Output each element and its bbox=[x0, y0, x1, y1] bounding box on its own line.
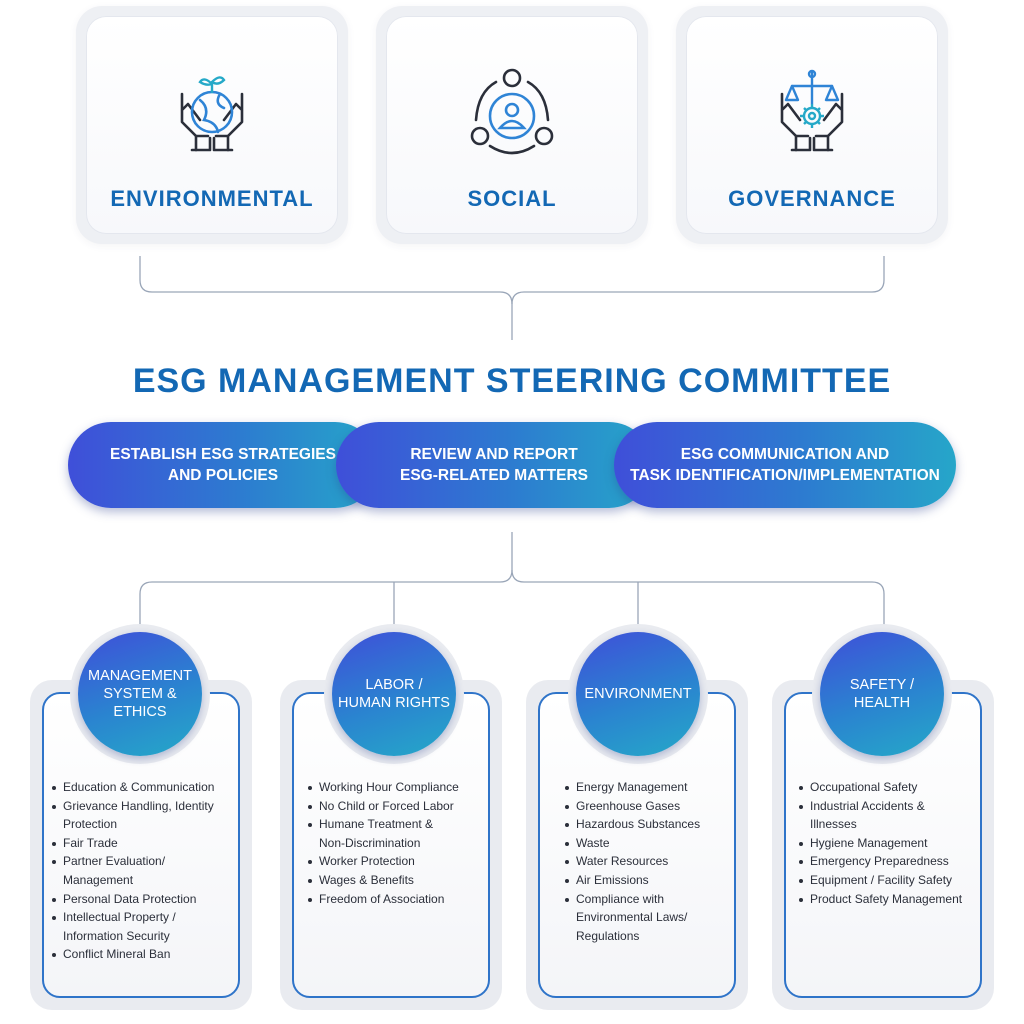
role-strategies-pill: ESTABLISH ESG STRATEGIES AND POLICIES bbox=[68, 422, 378, 508]
category-title: MANAGEMENT SYSTEM & ETHICS bbox=[78, 632, 202, 756]
list-item: Partner Evaluation/ bbox=[51, 852, 241, 871]
hands-holding-scale-icon bbox=[780, 69, 844, 152]
role-label: AND POLICIES bbox=[167, 467, 279, 484]
list-item: Fair Trade bbox=[51, 834, 241, 853]
list-item: Worker Protection bbox=[307, 852, 487, 871]
list-item: Product Safety Management bbox=[798, 890, 984, 909]
connector-environmental bbox=[139, 256, 513, 340]
list-item: Air Emissions bbox=[564, 871, 734, 890]
category-title-line: SYSTEM & bbox=[103, 686, 177, 702]
connector-management bbox=[139, 532, 513, 628]
role-label: ESG-RELATED MATTERS bbox=[399, 467, 588, 484]
list-item: Grievance Handling, Identity bbox=[51, 797, 241, 816]
category-badge-labor: LABOR / HUMAN RIGHTS bbox=[324, 624, 464, 764]
role-review-pill: REVIEW AND REPORT ESG-RELATED MATTERS bbox=[336, 422, 652, 508]
connector-governance bbox=[511, 256, 885, 305]
role-communication-pill: ESG COMMUNICATION AND TASK IDENTIFICATIO… bbox=[614, 422, 956, 508]
category-badge-environment: ENVIRONMENT bbox=[568, 624, 708, 764]
category-title-line: ETHICS bbox=[113, 704, 167, 720]
list-item: No Child or Forced Labor bbox=[307, 797, 487, 816]
list-item: Working Hour Compliance bbox=[307, 778, 487, 797]
list-item: Intellectual Property / bbox=[51, 908, 241, 927]
list-item: Protection bbox=[63, 817, 118, 832]
list-item: Humane Treatment & bbox=[307, 815, 487, 834]
list-item: Compliance with bbox=[564, 890, 734, 909]
list-item: Industrial Accidents & bbox=[798, 797, 984, 816]
list-item: Wages & Benefits bbox=[307, 871, 487, 890]
category-title-line: HEALTH bbox=[853, 695, 911, 711]
list-item: Regulations bbox=[576, 928, 640, 943]
pillar-environmental: ENVIRONMENTAL bbox=[76, 6, 348, 244]
list-item: Conflict Mineral Ban bbox=[51, 945, 241, 964]
role-label: TASK IDENTIFICATION/IMPLEMENTATION bbox=[630, 467, 940, 484]
category-title-line: SAFETY / bbox=[849, 677, 915, 693]
list-item: Occupational Safety bbox=[798, 778, 984, 797]
category-title-line: HUMAN RIGHTS bbox=[338, 695, 450, 711]
category-badge-safety: SAFETY / HEALTH bbox=[812, 624, 952, 764]
role-label: ESG COMMUNICATION AND bbox=[680, 446, 890, 463]
category-title: SAFETY / HEALTH bbox=[820, 632, 944, 756]
list-item: Freedom of Association bbox=[307, 890, 487, 909]
role-label: REVIEW AND REPORT bbox=[410, 446, 578, 463]
pillar-title: SOCIAL bbox=[467, 186, 557, 211]
list-item: Waste bbox=[564, 834, 734, 853]
connector-safety bbox=[511, 569, 885, 628]
list-item: Emergency Preparedness bbox=[798, 852, 984, 871]
pillar-social: SOCIAL bbox=[376, 6, 648, 244]
pillar-title: ENVIRONMENTAL bbox=[110, 186, 314, 211]
pillar-title: GOVERNANCE bbox=[728, 186, 896, 211]
role-label: ESTABLISH ESG STRATEGIES bbox=[110, 446, 336, 463]
list-item: Personal Data Protection bbox=[51, 890, 241, 909]
category-badge-management: MANAGEMENT SYSTEM & ETHICS bbox=[70, 624, 210, 764]
list-item: Information Security bbox=[63, 928, 170, 943]
person-cycle-icon bbox=[470, 68, 554, 155]
list-item: Illnesses bbox=[810, 817, 857, 832]
committee-title: ESG MANAGEMENT STEERING COMMITTEE bbox=[132, 362, 892, 400]
list-item: Greenhouse Gases bbox=[564, 797, 734, 816]
list-item: Energy Management bbox=[564, 778, 734, 797]
list-item: Non-Discrimination bbox=[319, 835, 421, 850]
list-item: Management bbox=[63, 872, 134, 887]
category-title-line: MANAGEMENT bbox=[88, 668, 192, 684]
list-item: Education & Communication bbox=[51, 778, 241, 797]
category-title-line: ENVIRONMENT bbox=[584, 686, 692, 702]
pillar-card: ENVIRONMENTAL bbox=[86, 16, 338, 234]
pillar-governance: GOVERNANCE bbox=[676, 6, 948, 244]
list-item: Equipment / Facility Safety bbox=[798, 871, 984, 890]
category-title: LABOR / HUMAN RIGHTS bbox=[332, 632, 456, 756]
category-title: ENVIRONMENT bbox=[576, 632, 700, 756]
list-item: Hazardous Substances bbox=[564, 815, 734, 834]
category-title-line: LABOR / bbox=[365, 677, 423, 693]
hands-holding-globe-icon bbox=[180, 76, 244, 152]
pillar-card: SOCIAL bbox=[386, 16, 638, 234]
list-item: Hygiene Management bbox=[798, 834, 984, 853]
pillar-card: GOVERNANCE bbox=[686, 16, 938, 234]
list-item: Environmental Laws/ bbox=[576, 910, 688, 925]
list-item: Water Resources bbox=[564, 852, 734, 871]
